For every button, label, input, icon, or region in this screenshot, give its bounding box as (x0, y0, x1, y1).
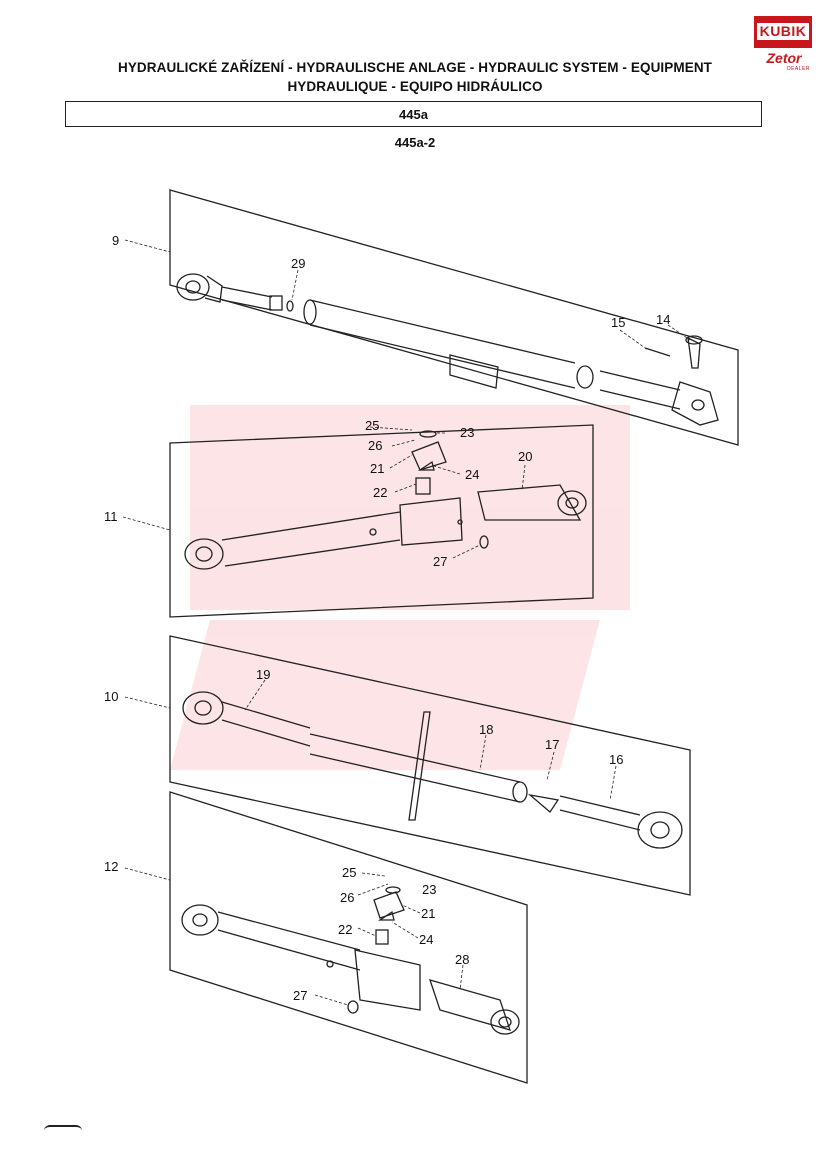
watermark (170, 405, 630, 770)
leader-lines (122, 239, 691, 1006)
callout-18: 18 (479, 722, 493, 737)
callout-9: 9 (112, 233, 119, 248)
pin-27a (479, 535, 489, 549)
wing-nut-17 (527, 793, 560, 813)
stabilizer-bolt (408, 711, 431, 821)
lower-link-eye-left (184, 538, 224, 570)
lower-link-hook (399, 497, 463, 546)
figure-code: 445a-2 (394, 135, 436, 150)
top-link-fork (671, 381, 719, 426)
washer-23a (419, 430, 437, 438)
cover-21a (411, 441, 447, 471)
callout-16: 16 (609, 752, 623, 767)
cover-21b (373, 891, 405, 919)
callout-23a: 23 (460, 425, 474, 440)
callout-25a: 25 (365, 418, 379, 433)
top-link-bracket (449, 354, 499, 389)
kubik-zetor-logo: KUBIK Zetor DEALER (754, 14, 812, 72)
ring-29 (286, 300, 294, 312)
callout-23b: 23 (422, 882, 436, 897)
latch-28 (428, 979, 512, 1031)
callout-14: 14 (656, 312, 670, 327)
callout-29: 29 (291, 256, 305, 271)
callout-26b: 26 (340, 890, 354, 905)
callout-19: 19 (256, 667, 270, 682)
callout-28: 28 (455, 952, 469, 967)
panel-lower-link-left (169, 424, 594, 618)
top-link-thread-left (221, 286, 273, 311)
footer-page-tab (44, 1125, 82, 1135)
block-22a (415, 477, 431, 495)
callout-26a: 26 (368, 438, 382, 453)
callout-27a: 27 (433, 554, 447, 569)
page-title-line1: HYDRAULICKÉ ZAŘÍZENÍ - HYDRAULISCHE ANLA… (117, 60, 713, 75)
callout-11: 11 (104, 509, 118, 524)
panel-top-link (169, 189, 739, 446)
top-link-tube (309, 299, 576, 389)
callout-25b: 25 (342, 865, 356, 880)
washer-23b (385, 886, 401, 894)
callout-27b: 27 (293, 988, 307, 1003)
callout-22a: 22 (373, 485, 387, 500)
callout-24b: 24 (419, 932, 433, 947)
page-title-line2: HYDRAULIQUE - EQUIPO HIDRÁULICO (287, 79, 543, 94)
callout-10: 10 (104, 689, 118, 704)
stabilizer-thread-16 (559, 795, 641, 831)
callout-21a: 21 (370, 461, 384, 476)
callout-21b: 21 (421, 906, 435, 921)
callout-22b: 22 (338, 922, 352, 937)
logo-brand: KUBIK (757, 23, 809, 40)
logo-sub-brand: Zetor (766, 50, 802, 66)
callout-17: 17 (545, 737, 559, 752)
pin-27b (347, 1000, 359, 1014)
panel-lower-link-right (169, 791, 528, 1084)
lower-link-arm (221, 511, 401, 567)
linch-pin-15 (644, 347, 671, 357)
logo-tagline: DEALER (786, 66, 810, 72)
stabilizer-eye-right (637, 811, 683, 849)
section-code-box: 445a (65, 101, 762, 127)
callout-24a: 24 (465, 467, 479, 482)
section-code: 445a (399, 106, 428, 122)
stabilizer-eye-left (182, 691, 224, 725)
lower-link2-arm (217, 911, 361, 971)
pin-14 (687, 336, 701, 369)
panel-stabilizer (169, 635, 691, 896)
block-22b (375, 929, 389, 945)
callout-20: 20 (518, 449, 532, 464)
lower-link2-hook (354, 949, 421, 1011)
callout-12: 12 (104, 859, 118, 874)
top-link-eye-left (176, 273, 210, 301)
lower-link2-eye-left (181, 904, 219, 936)
stabilizer-thread-19 (221, 701, 311, 747)
top-link-thread-right (599, 370, 681, 410)
latch-20 (477, 484, 582, 521)
callouts: 9 29 15 14 25 23 26 21 24 22 20 11 27 10… (104, 233, 670, 1003)
callout-15: 15 (611, 315, 625, 330)
